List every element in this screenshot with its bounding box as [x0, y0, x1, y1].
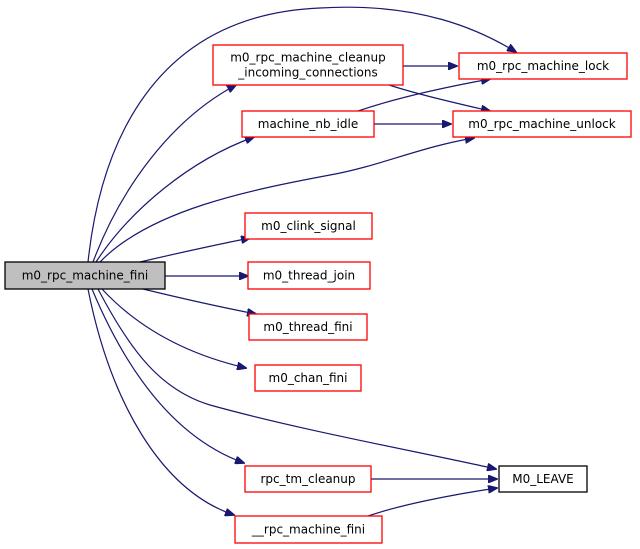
node-label: m0_rpc_machine_cleanup	[230, 51, 386, 65]
node-label: __rpc_machine_fini	[251, 523, 365, 537]
node-label: rpc_tm_cleanup	[260, 472, 355, 486]
edge-rmfini-to-leave	[367, 488, 497, 517]
node-label: machine_nb_idle	[258, 117, 358, 131]
node-box[interactable]	[241, 110, 375, 138]
edge-fini-to-leave	[97, 288, 496, 469]
node-label: m0_thread_join	[263, 269, 355, 283]
node-label: m0_rpc_machine_unlock	[468, 117, 616, 131]
edge-fini-to-unlock	[99, 138, 474, 263]
node-label: _incoming_connections	[237, 66, 378, 80]
node-nbidle[interactable]: machine_nb_idle	[241, 110, 375, 138]
node-box	[498, 465, 588, 493]
node-tjoin[interactable]: m0_thread_join	[247, 261, 371, 290]
node-cleanup[interactable]: m0_rpc_machine_cleanup_incoming_connecti…	[212, 44, 404, 86]
node-box[interactable]	[248, 313, 368, 341]
node-chan[interactable]: m0_chan_fini	[254, 364, 362, 392]
edge-fini-to-rmfini	[87, 288, 234, 515]
node-label: m0_clink_signal	[261, 219, 356, 233]
edge-fini-to-cleanup	[92, 85, 236, 263]
edge-nbidle-to-lock	[357, 79, 490, 112]
edge-fini-to-chan	[101, 288, 246, 368]
node-box	[4, 261, 166, 290]
node-box[interactable]	[452, 110, 632, 138]
edge-fini-to-clink	[139, 238, 250, 263]
node-leave: M0_LEAVE	[498, 465, 588, 493]
edge-fini-to-tm	[91, 288, 244, 463]
node-rmfini[interactable]: __rpc_machine_fini	[234, 515, 383, 544]
node-lock[interactable]: m0_rpc_machine_lock	[458, 52, 628, 80]
node-box[interactable]	[458, 52, 628, 80]
node-label: m0_rpc_machine_lock	[477, 59, 609, 73]
node-label: m0_rpc_machine_fini	[22, 269, 149, 283]
node-label: m0_thread_fini	[263, 320, 352, 334]
node-box[interactable]	[244, 212, 373, 240]
node-fini: m0_rpc_machine_fini	[4, 261, 166, 290]
node-label: M0_LEAVE	[512, 472, 574, 486]
node-tfini[interactable]: m0_thread_fini	[248, 313, 368, 341]
node-box[interactable]	[234, 515, 383, 544]
node-clink[interactable]: m0_clink_signal	[244, 212, 373, 240]
node-box[interactable]	[254, 364, 362, 392]
edge-fini-to-lock	[87, 6, 516, 263]
node-box[interactable]	[212, 44, 404, 86]
node-box[interactable]	[247, 261, 371, 290]
node-label: m0_chan_fini	[269, 371, 348, 385]
node-box[interactable]	[244, 465, 372, 493]
edge-fini-to-tfini	[142, 288, 256, 314]
edge-cleanup-to-unlock	[388, 84, 490, 111]
node-unlock[interactable]: m0_rpc_machine_unlock	[452, 110, 632, 138]
edge-fini-to-nbidle	[95, 137, 254, 263]
node-tm[interactable]: rpc_tm_cleanup	[244, 465, 372, 493]
